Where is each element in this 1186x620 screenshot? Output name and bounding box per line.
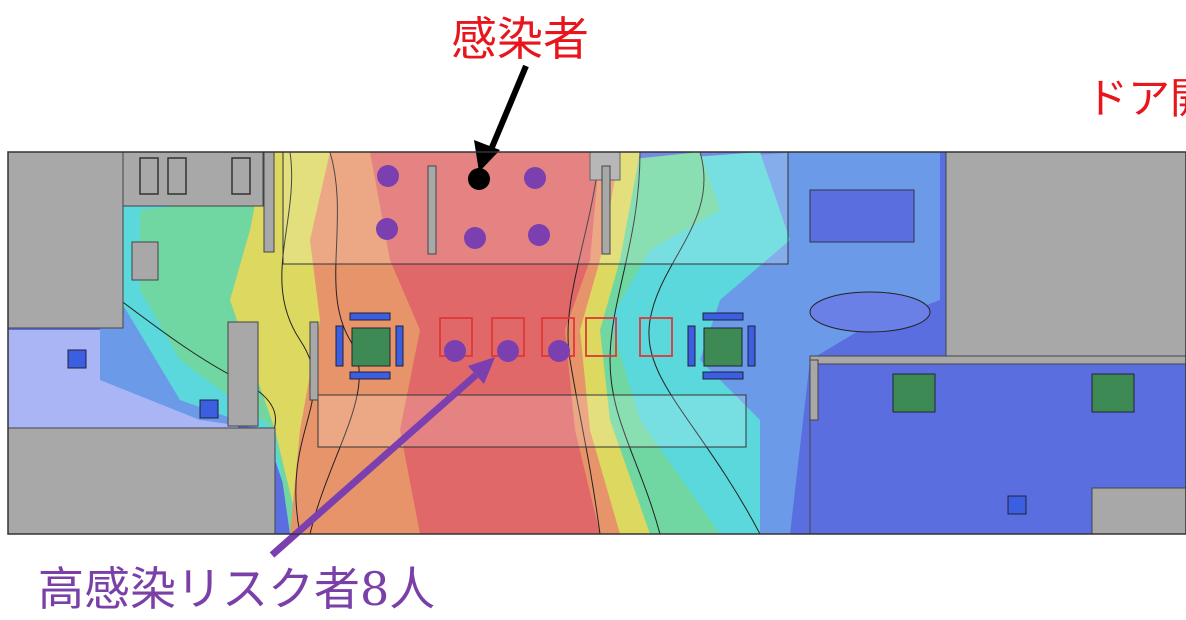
vent-squares <box>67 349 1027 515</box>
high-risk-person <box>464 227 486 249</box>
high-risk-person <box>376 218 398 240</box>
pillar <box>131 241 159 281</box>
wall-block <box>7 427 276 535</box>
high-risk-person <box>524 167 546 189</box>
high-risk-person <box>528 224 550 246</box>
high-risk-arrowhead <box>468 357 495 384</box>
wall-block <box>1091 487 1186 535</box>
partition <box>427 165 437 255</box>
infected-arrow <box>487 64 529 154</box>
contour-pocket <box>809 291 931 333</box>
infected-label: 感染者 <box>451 12 589 66</box>
partition <box>309 321 319 401</box>
high-risk-label: 高感染リスク者8人 <box>38 562 436 616</box>
wall-block <box>122 151 264 207</box>
wall <box>809 355 1186 365</box>
high-risk-person <box>444 340 466 362</box>
door-open-label: ドア開 <box>1086 74 1186 123</box>
high-risk-arrow <box>269 372 479 558</box>
partition <box>601 165 611 255</box>
floor-outline <box>7 151 1186 535</box>
desk-area-lower <box>317 394 747 448</box>
wall-block <box>7 151 124 329</box>
infected-arrowhead <box>474 140 500 172</box>
wall-block <box>945 151 1186 357</box>
wall <box>263 151 275 253</box>
high-risk-markers <box>376 165 570 362</box>
high-risk-person <box>548 340 570 362</box>
high-risk-person <box>377 165 399 187</box>
table-right <box>809 189 915 243</box>
green-tables <box>351 327 1135 413</box>
meeting-chairs <box>335 312 756 380</box>
pillar <box>227 321 259 427</box>
infected-person-marker <box>468 168 490 190</box>
wall <box>809 359 819 421</box>
high-risk-person <box>497 340 519 362</box>
